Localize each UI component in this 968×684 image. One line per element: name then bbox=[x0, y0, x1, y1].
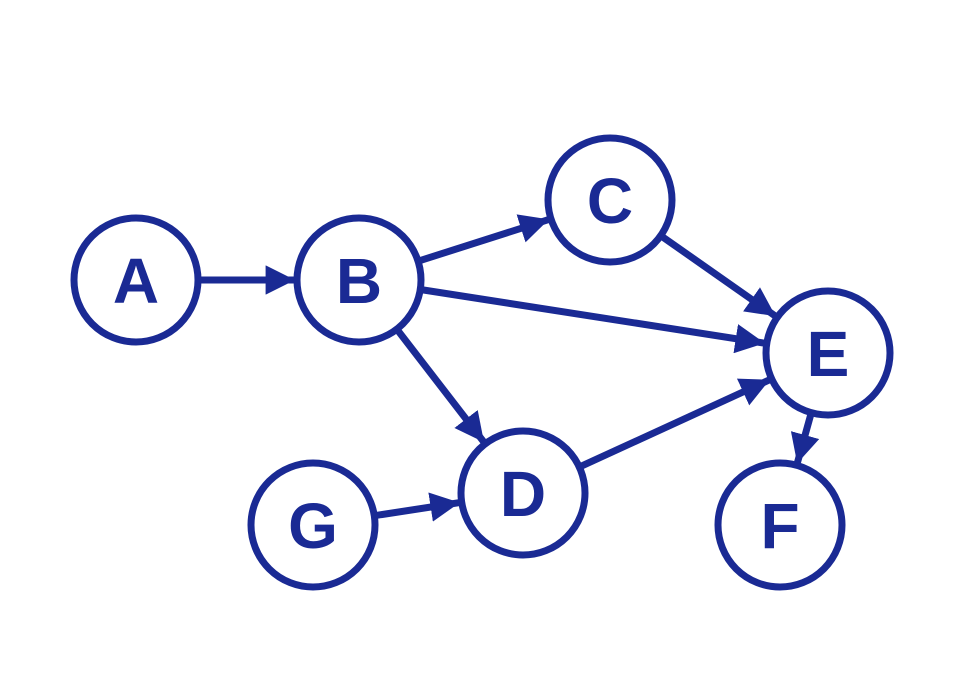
node-label-b: B bbox=[336, 245, 382, 317]
node-circle-e bbox=[762, 287, 894, 419]
node-circle-a bbox=[70, 214, 202, 346]
node-a: A bbox=[70, 214, 202, 346]
edge-b-to-d bbox=[394, 326, 487, 445]
node-d: D bbox=[457, 427, 589, 559]
edge-c-to-e bbox=[658, 232, 778, 320]
node-g: G bbox=[247, 459, 379, 591]
edge-b-to-c bbox=[417, 214, 551, 265]
node-e: E bbox=[762, 287, 894, 419]
node-label-a: A bbox=[113, 245, 159, 317]
edge-e-to-f bbox=[790, 411, 820, 465]
node-b: B bbox=[293, 214, 425, 346]
node-circle-f bbox=[714, 459, 846, 591]
node-c: C bbox=[544, 134, 676, 266]
node-circle-g bbox=[247, 459, 379, 591]
node-label-g: G bbox=[288, 490, 338, 562]
nodes-layer: A B C D E F G bbox=[70, 134, 894, 591]
edges-layer bbox=[198, 214, 820, 522]
edge-d-to-e bbox=[577, 376, 772, 471]
node-label-e: E bbox=[807, 318, 850, 390]
node-label-c: C bbox=[587, 165, 633, 237]
node-label-f: F bbox=[760, 490, 799, 562]
edge-g-to-d bbox=[373, 492, 461, 522]
node-f: F bbox=[714, 459, 846, 591]
node-circle-b bbox=[293, 214, 425, 346]
node-circle-d bbox=[457, 427, 589, 559]
node-circle-c bbox=[544, 134, 676, 266]
edge-b-to-e bbox=[419, 286, 766, 354]
node-label-d: D bbox=[500, 458, 546, 530]
